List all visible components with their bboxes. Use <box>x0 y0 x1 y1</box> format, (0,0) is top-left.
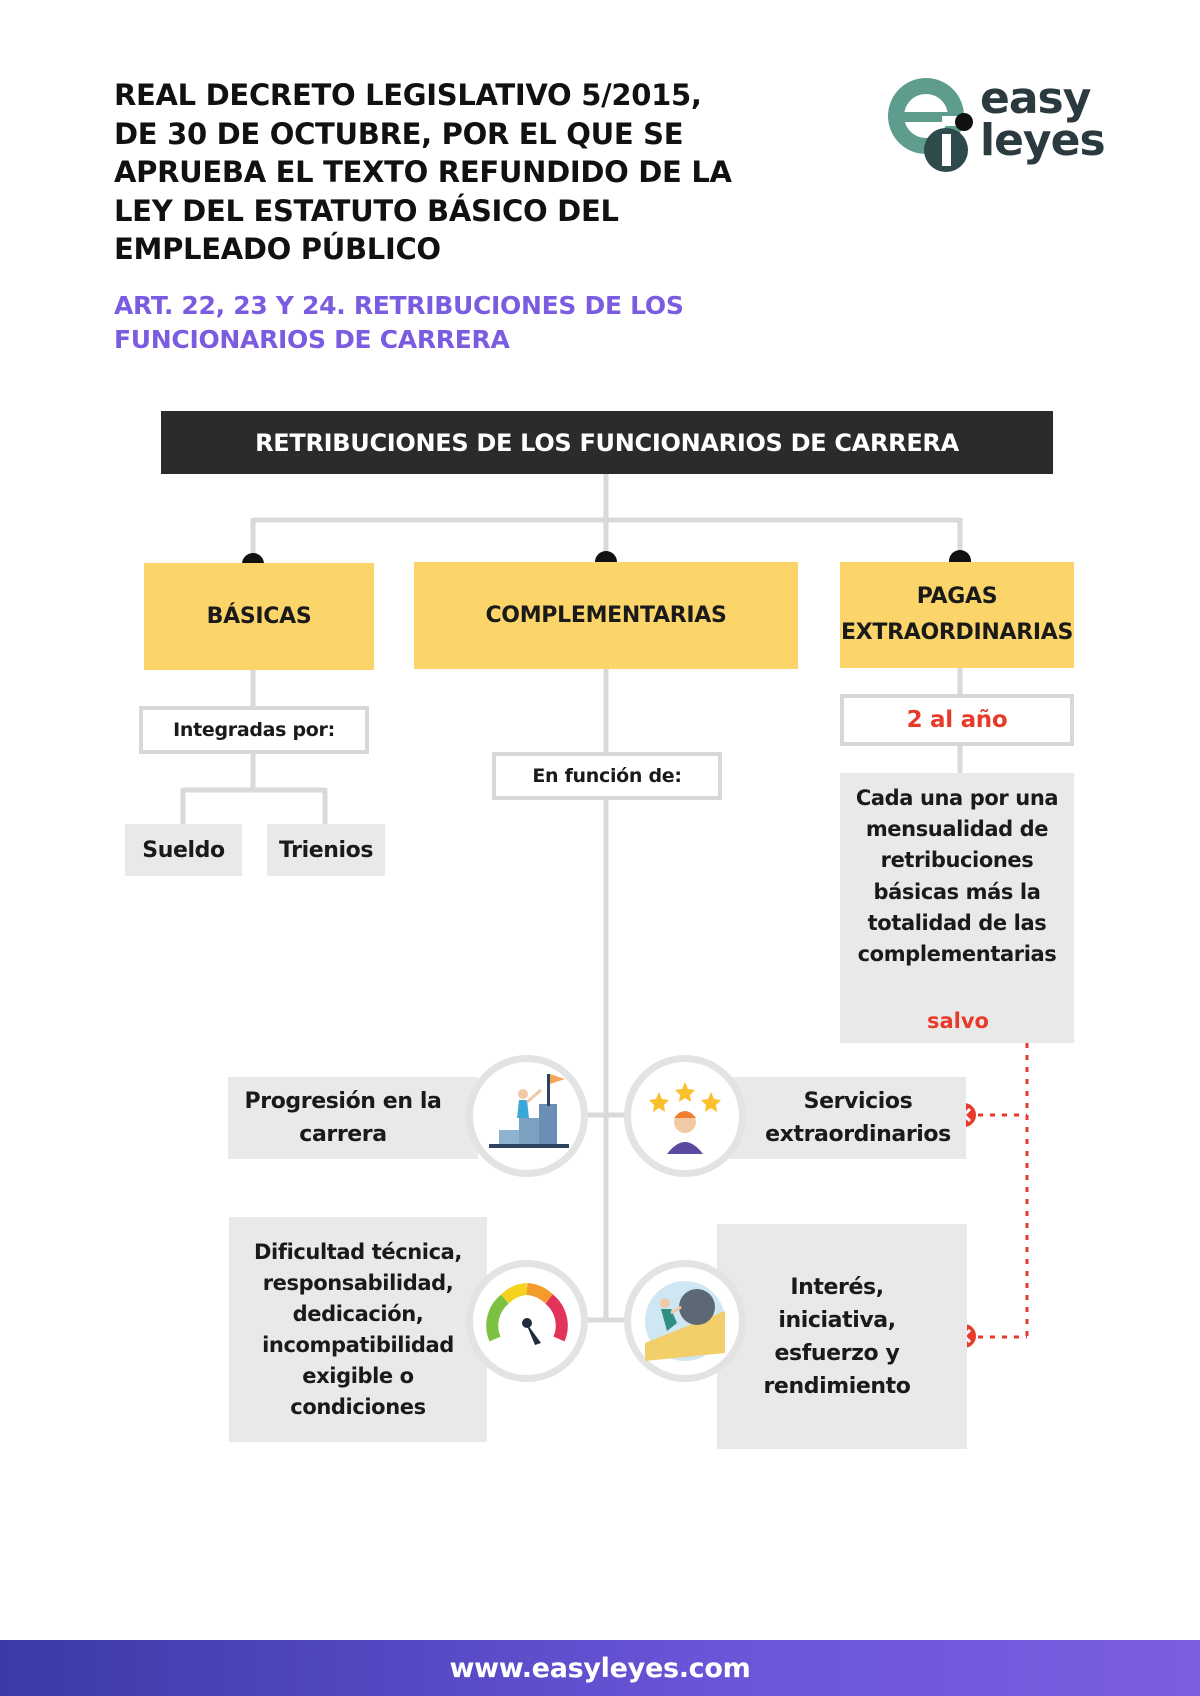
pushing-boulder-icon <box>624 1260 746 1382</box>
pagas-extraordinarias-box: PAGAS EXTRAORDINARIAS <box>840 562 1074 668</box>
page-title: REAL DECRETO LEGISLATIVO 5/2015, DE 30 D… <box>114 78 732 266</box>
complementarias-box: COMPLEMENTARIAS <box>414 562 798 669</box>
salvo-label: salvo <box>927 1009 989 1033</box>
star-rating-person-icon <box>624 1055 746 1177</box>
logo-text-easy: easy <box>980 73 1091 124</box>
progresion-carrera-box: Progresión en la carrera <box>228 1077 478 1159</box>
footer-url[interactable]: www.easyleyes.com <box>0 1640 1200 1696</box>
en-funcion-de-label: En función de: <box>492 752 722 800</box>
trienios-box: Trienios <box>267 824 385 876</box>
integradas-por-label: Integradas por: <box>139 706 369 754</box>
gauge-icon <box>466 1260 588 1382</box>
diagram-root: RETRIBUCIONES DE LOS FUNCIONARIOS DE CAR… <box>161 411 1053 474</box>
career-progression-icon <box>466 1055 588 1177</box>
page-subtitle: ART. 22, 23 Y 24. RETRIBUCIONES DE LOS F… <box>114 291 684 354</box>
easyleyes-logo: easy leyes <box>884 72 1114 172</box>
pagas-count-box: 2 al año <box>840 694 1074 746</box>
pagas-description-box: Cada una por una mensualidad de retribuc… <box>840 773 1074 1043</box>
interes-iniciativa-box: Interés, iniciativa, esfuerzo y rendimie… <box>717 1224 967 1449</box>
servicios-extraordinarios-box: Servicios extraordinarios <box>730 1077 966 1159</box>
logo-mark-icon <box>888 78 973 172</box>
dificultad-tecnica-box: Dificultad técnica, responsabilidad, ded… <box>229 1217 487 1442</box>
basicas-box: BÁSICAS <box>144 563 374 670</box>
sueldo-box: Sueldo <box>125 824 242 876</box>
logo-text-leyes: leyes <box>980 115 1106 166</box>
